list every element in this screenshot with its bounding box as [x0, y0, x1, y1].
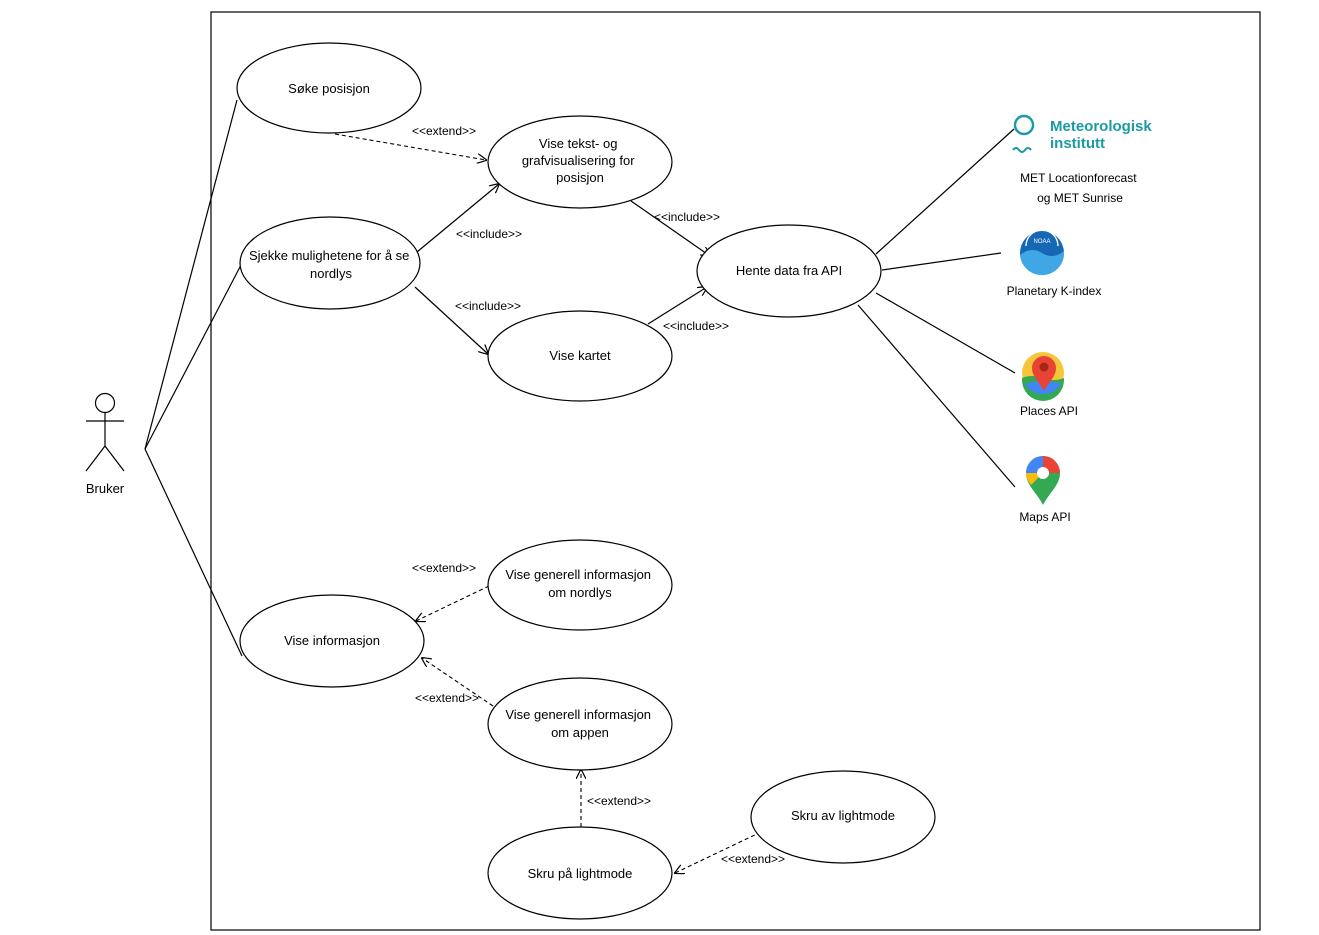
use-case-ellipse: [487, 310, 673, 402]
met-wave-icon: [1012, 147, 1032, 153]
met-logo-text: institutt: [1050, 135, 1105, 152]
assoc-hente-met: [875, 128, 1015, 255]
include-tekst-to-hente: [630, 200, 710, 256]
use-case-label: Vise generell informasjon: [505, 707, 651, 722]
svg-text:Vise informasjon: Vise informasjon: [284, 633, 380, 648]
use-case-ellipse: [236, 42, 422, 134]
use-case-label: posisjon: [556, 170, 604, 185]
service-label-kindex: Planetary K-index: [1007, 284, 1102, 298]
extend-label: <<extend>>: [412, 561, 476, 575]
actor-leg-left: [85, 445, 106, 472]
assoc-actor-soke-posisjon: [144, 99, 238, 450]
assoc-actor-vise-informasjon: [144, 448, 243, 657]
use-case-ellipse: [487, 677, 673, 771]
actor-label: Bruker: [86, 481, 125, 496]
svg-text:MET Locationforecast og ME: MET Locationforecast og MET Sunrise: [1020, 171, 1140, 205]
actor-leg-right: [104, 445, 125, 472]
service-label-maps: Maps API: [1019, 510, 1070, 524]
svg-text:Hente data fra API: Hente data fra API: [736, 263, 842, 278]
extend-soke-to-tekst: [334, 133, 486, 160]
use-case-skru-pa-lightmode[interactable]: Skru på lightmode: [487, 826, 673, 920]
use-case-ellipse: [696, 224, 882, 318]
use-case-label: om nordlys: [548, 585, 612, 600]
include-label: <<include>>: [663, 319, 729, 333]
svg-text:Vise tekst- og grafvisua: Vise tekst- og grafvisualisering for pos…: [522, 136, 638, 185]
use-case-ellipse: [239, 216, 421, 310]
places-logo-icon: [1022, 352, 1064, 401]
actor-head: [94, 392, 116, 414]
noaa-badge-text: NOAA: [1033, 239, 1050, 245]
use-case-label: grafvisualisering for: [522, 153, 635, 168]
extend-appen-info-to-info: [422, 658, 494, 707]
service-label-places: Places API: [1020, 404, 1078, 418]
extend-av-to-pa: [675, 831, 762, 873]
extend-label: <<extend>>: [412, 124, 476, 138]
extend-label: <<extend>>: [587, 794, 651, 808]
maps-logo-icon: [1026, 456, 1060, 505]
svg-text:Vise generell informasjon: Vise generell informasjon om appen: [505, 707, 654, 740]
include-label: <<include>>: [456, 227, 522, 241]
use-case-label: Søke posisjon: [288, 81, 370, 96]
use-case-hente-data[interactable]: Hente data fra API: [696, 224, 882, 318]
use-case-label: Vise tekst- og: [539, 136, 618, 151]
assoc-actor-sjekke-nordlys: [144, 264, 242, 450]
svg-text:Sjekke mulighetene for å se: Sjekke mulighetene for å se nordlys: [249, 248, 413, 281]
use-case-label: Hente data fra API: [736, 263, 842, 278]
extend-nordlys-info-to-info: [416, 585, 490, 621]
extend-label: <<extend>>: [721, 852, 785, 866]
service-label-met: MET Locationforecast: [1020, 171, 1137, 185]
svg-text:Skru på lightmode: Skru på lightmode: [528, 866, 633, 881]
include-label: <<include>>: [654, 210, 720, 224]
service-label-met: og MET Sunrise: [1037, 191, 1123, 205]
use-case-vise-tekst-graf[interactable]: Vise tekst- og grafvisualisering for pos…: [487, 115, 673, 209]
system-boundary: [210, 11, 1261, 931]
use-case-label: Sjekke mulighetene for å se: [249, 248, 409, 263]
use-case-label: Skru av lightmode: [791, 808, 895, 823]
use-case-label: Skru på lightmode: [528, 866, 633, 881]
use-case-ellipse: [750, 770, 936, 864]
use-case-label: Vise informasjon: [284, 633, 380, 648]
include-sjekke-to-kartet: [414, 286, 488, 354]
svg-text:Vise kartet: Vise kartet: [549, 348, 611, 363]
svg-text:Meteorologisk institutt: Meteorologisk institutt: [1050, 118, 1156, 152]
met-logo-text: Meteorologisk: [1050, 118, 1152, 135]
extend-label: <<extend>>: [415, 691, 479, 705]
use-case-ellipse: [487, 115, 673, 209]
assoc-hente-maps: [857, 304, 1016, 488]
include-sjekke-to-tekst: [416, 184, 499, 253]
use-case-vise-kartet[interactable]: Vise kartet: [487, 310, 673, 402]
include-kartet-to-hente: [647, 287, 707, 325]
use-case-vise-info-appen[interactable]: Vise generell informasjon om appen: [487, 677, 673, 771]
met-logo: Meteorologisk institutt: [1012, 114, 1156, 153]
use-case-ellipse: [239, 594, 425, 688]
use-case-skru-av-lightmode[interactable]: Skru av lightmode: [750, 770, 936, 864]
svg-text:Skru av lightmode: Skru av lightmode: [791, 808, 895, 823]
assoc-hente-kindex: [881, 252, 1002, 271]
use-case-sjekke-nordlys[interactable]: Sjekke mulighetene for å se nordlys: [239, 216, 421, 310]
use-case-vise-informasjon[interactable]: Vise informasjon: [239, 594, 425, 688]
use-case-soke-posisjon[interactable]: Søke posisjon: [236, 42, 422, 134]
actor-bruker[interactable]: Bruker: [85, 392, 125, 497]
noaa-logo-icon: NOAA: [1020, 229, 1065, 276]
use-case-label: om appen: [551, 725, 609, 740]
met-sun-icon: [1013, 114, 1035, 136]
use-case-label: Vise kartet: [549, 348, 611, 363]
assoc-hente-places: [875, 292, 1016, 374]
use-case-ellipse: [487, 539, 673, 631]
use-case-ellipse: [487, 826, 673, 920]
use-case-label: Vise generell informasjon: [505, 567, 651, 582]
use-case-vise-info-nordlys[interactable]: Vise generell informasjon om nordlys: [487, 539, 673, 631]
svg-text:Vise generell informasjon: Vise generell informasjon om nordlys: [505, 567, 654, 600]
svg-text:Søke posisjon: Søke posisjon: [288, 81, 370, 96]
include-label: <<include>>: [455, 299, 521, 313]
use-case-label: nordlys: [310, 266, 352, 281]
